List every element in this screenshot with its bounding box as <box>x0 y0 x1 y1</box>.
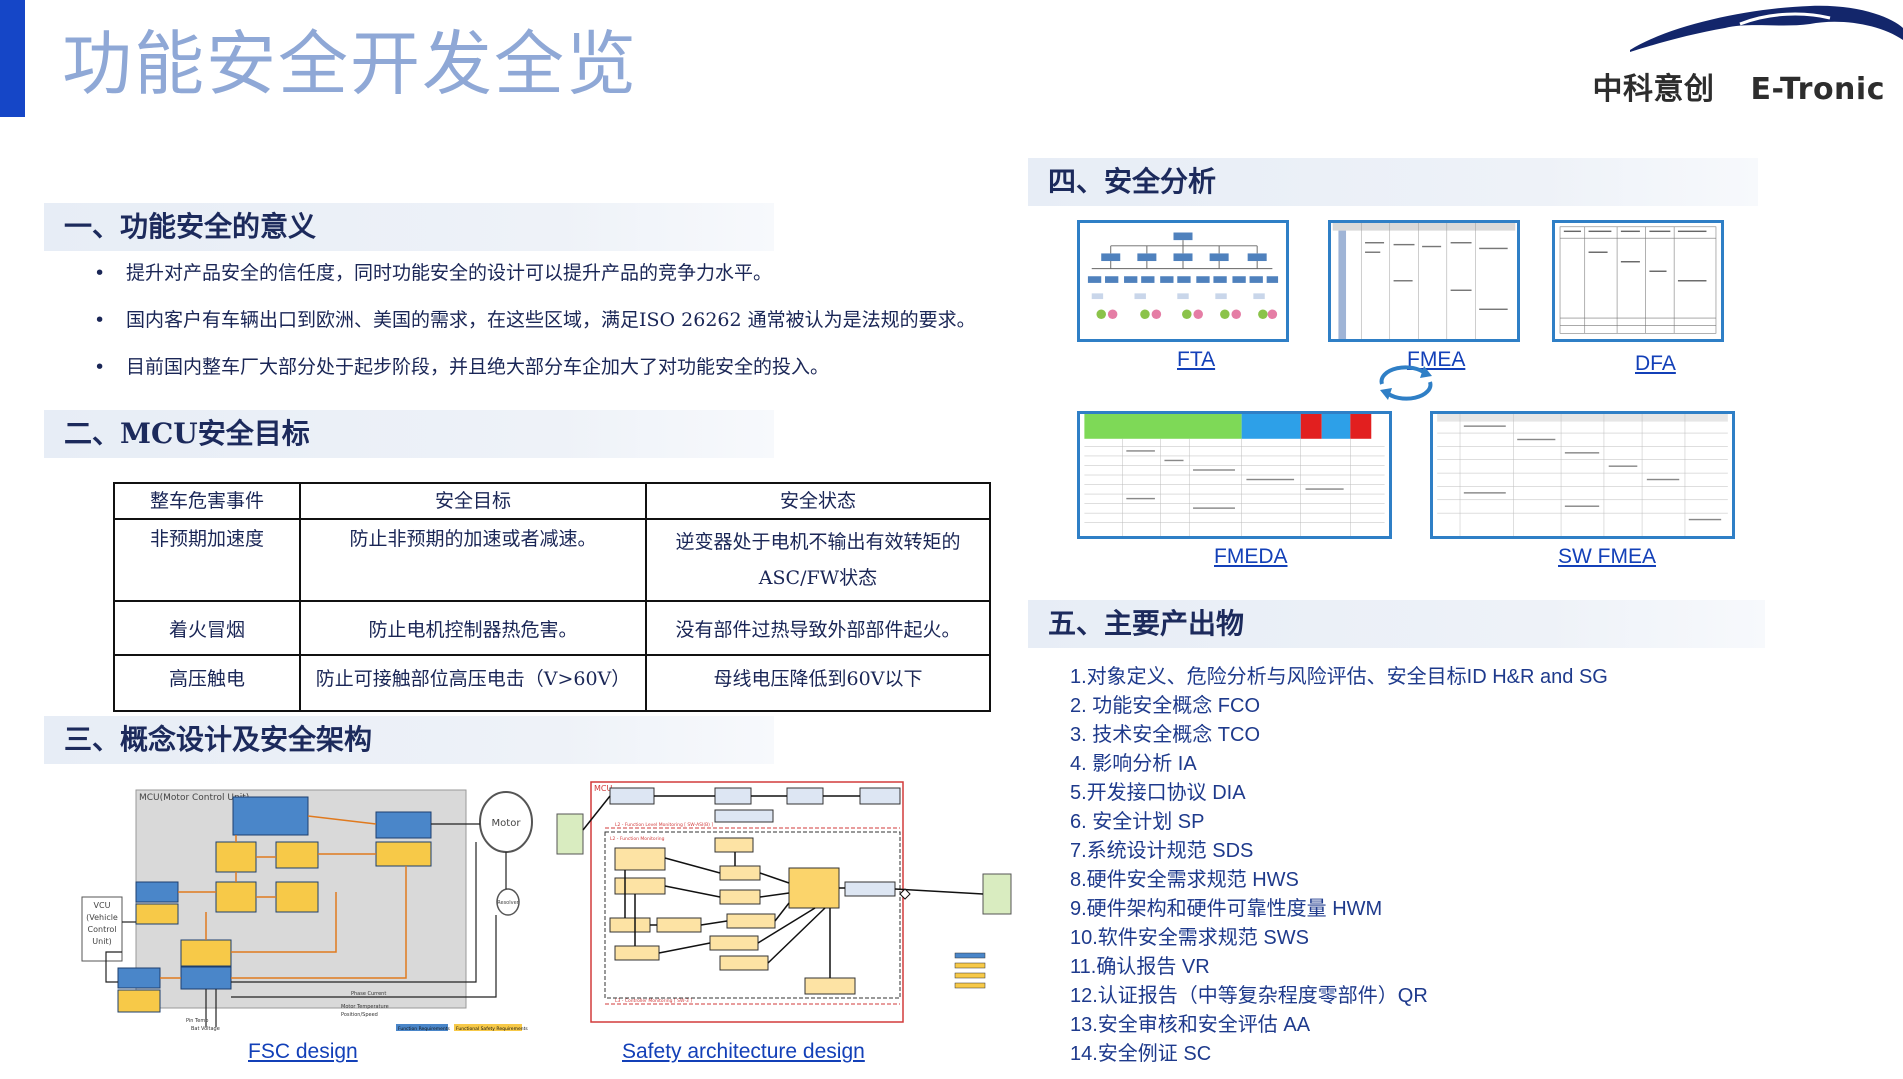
monitor-label: L2 - Function Monitoring <box>610 836 665 842</box>
list-item: 10.软件安全需求规范 SWS <box>1070 927 1309 949</box>
sw-fmea-thumbnail[interactable] <box>1430 411 1735 539</box>
fsc-vcu-label: VCU (Vehicle Control Unit) <box>86 901 118 946</box>
table-row: 非预期加速度 防止非预期的加速或者减速。 逆变器处于电机不输出有效转矩的ASC/… <box>113 518 991 602</box>
bullet-dot: • <box>94 309 106 331</box>
table-header: 安全目标 <box>299 482 647 520</box>
bullet-item: • 目前国内整车厂大部分处于起步阶段，并且绝大部分车企加大了对功能安全的投入。 <box>94 352 829 379</box>
bullet-text: 提升对产品安全的信任度，同时功能安全的设计可以提升产品的竞争力水平。 <box>126 262 773 284</box>
dfa-thumbnail[interactable] <box>1552 220 1724 342</box>
list-item: 11.确认报告 VR <box>1070 956 1210 978</box>
fta-thumbnail[interactable] <box>1077 220 1289 342</box>
table-cell: 没有部件过热导致外部部件起火。 <box>645 600 991 656</box>
legend-label: Functional Safety Requirements <box>456 1026 528 1032</box>
bullet-text: 国内客户有车辆出口到欧洲、美国的需求，在这些区域，满足ISO 26262 通常被… <box>126 309 976 331</box>
monitor-label: L2 - Function Level Monitoring [ SW-ASI(… <box>615 822 713 828</box>
accent-bar <box>0 0 25 117</box>
list-item: 14.安全例证 SC <box>1070 1043 1212 1065</box>
list-item: 13.安全审核和安全评估 AA <box>1070 1014 1311 1036</box>
section5-heading: 五、主要产出物 <box>1028 600 1765 648</box>
table-cell: 防止非预期的加速或者减速。 <box>299 518 647 602</box>
table-row: 着火冒烟 防止电机控制器热危害。 没有部件过热导致外部部件起火。 <box>113 600 991 656</box>
signal-label: Phase Current <box>351 991 386 997</box>
safety-architecture-link[interactable]: Safety architecture design <box>622 1040 865 1063</box>
section4-heading: 四、安全分析 <box>1028 158 1758 206</box>
fmea-link[interactable]: FMEA <box>1407 348 1466 371</box>
list-item: 12.认证报告（中等复杂程度零部件）QR <box>1070 985 1428 1007</box>
legend-label: Function Requirements <box>398 1026 451 1032</box>
table-header: 安全状态 <box>645 482 991 520</box>
safety-architecture-diagram: MCU L2 - Function Level Monitoring [ SW-… <box>556 781 1012 1023</box>
dfa-link[interactable]: DFA <box>1635 352 1676 375</box>
list-item: 6. 安全计划 SP <box>1070 811 1205 833</box>
table-cell: 防止可接触部位高压电击（V>60V） <box>299 654 647 712</box>
list-item: 7.系统设计规范 SDS <box>1070 840 1254 862</box>
bullet-dot: • <box>94 262 106 284</box>
fsc-design-diagram: MCU(Motor Control Unit) Motor Resolver V… <box>81 789 533 1032</box>
table-cell: 非预期加速度 <box>113 518 301 602</box>
fmeda-thumbnail[interactable] <box>1077 411 1392 539</box>
sad-mcu-label: MCU <box>594 784 612 793</box>
monitor-label: L3 - Controller Monitoring [ SW-3 ] <box>615 998 692 1004</box>
brand-cn: 中科意创 <box>1592 72 1715 107</box>
section1-bullets: • 提升对产品安全的信任度，同时功能安全的设计可以提升产品的竞争力水平。 • 国内客… <box>94 258 1044 378</box>
bullet-item: • 国内客户有车辆出口到欧洲、美国的需求，在这些区域，满足ISO 26262 通常… <box>94 305 976 332</box>
bullet-text: 目前国内整车厂大部分处于起步阶段，并且绝大部分车企加大了对功能安全的投入。 <box>126 356 830 378</box>
company-logo <box>1630 5 1903 53</box>
table-cell: 逆变器处于电机不输出有效转矩的ASC/FW状态 <box>645 518 991 602</box>
list-item: 4. 影响分析 IA <box>1070 753 1197 775</box>
list-item: 8.硬件安全需求规范 HWS <box>1070 869 1299 891</box>
table-row: 高压触电 防止可接触部位高压电击（V>60V） 母线电压降低到60V以下 <box>113 654 991 712</box>
list-item: 1.对象定义、危险分析与风险评估、安全目标ID H&R and SG <box>1070 666 1608 688</box>
table-cell: 防止电机控制器热危害。 <box>299 600 647 656</box>
logo-text: 中科意创 E-Tronic <box>1593 64 1885 108</box>
brand-en: E-Tronic <box>1750 72 1885 107</box>
list-item: 9.硬件架构和硬件可靠性度量 HWM <box>1070 898 1383 920</box>
table-header-row: 整车危害事件 安全目标 安全状态 <box>113 482 991 520</box>
fmeda-link[interactable]: FMEDA <box>1214 545 1288 568</box>
signal-label: Motor Temperature <box>341 1004 389 1010</box>
list-item: 2. 功能安全概念 FCO <box>1070 695 1261 717</box>
cycle-arrows-icon <box>1379 365 1433 401</box>
list-item: 5.开发接口协议 DIA <box>1070 782 1246 804</box>
sw-fmea-link[interactable]: SW FMEA <box>1558 545 1656 568</box>
table-cell: 着火冒烟 <box>113 600 301 656</box>
list-item: 3. 技术安全概念 TCO <box>1070 724 1261 746</box>
table-cell: 高压触电 <box>113 654 301 712</box>
signal-label: Pin Temp <box>186 1018 208 1024</box>
signal-label: Position/Speed <box>341 1012 378 1018</box>
fmea-thumbnail[interactable] <box>1328 220 1520 342</box>
safety-goal-table: 整车危害事件 安全目标 安全状态 非预期加速度 防止非预期的加速或者减速。 逆变… <box>113 482 991 712</box>
table-cell: 母线电压降低到60V以下 <box>645 654 991 712</box>
table-header: 整车危害事件 <box>113 482 301 520</box>
page-title: 功能安全开发全览 <box>62 23 638 105</box>
section1-heading: 一、功能安全的意义 <box>44 203 774 251</box>
fsc-resolver-label: Resolver <box>497 900 519 906</box>
fsc-mcu-label: MCU(Motor Control Unit) <box>139 793 249 803</box>
fsc-design-link[interactable]: FSC design <box>248 1040 358 1063</box>
fta-link[interactable]: FTA <box>1177 348 1216 371</box>
bullet-dot: • <box>94 356 106 378</box>
signal-label: Bat Voltage <box>191 1026 220 1032</box>
fsc-motor-label: Motor <box>492 818 522 829</box>
section2-heading: 二、MCU安全目标 <box>44 410 774 458</box>
section3-heading: 三、概念设计及安全架构 <box>44 716 774 764</box>
bullet-item: • 提升对产品安全的信任度，同时功能安全的设计可以提升产品的竞争力水平。 <box>94 258 772 285</box>
